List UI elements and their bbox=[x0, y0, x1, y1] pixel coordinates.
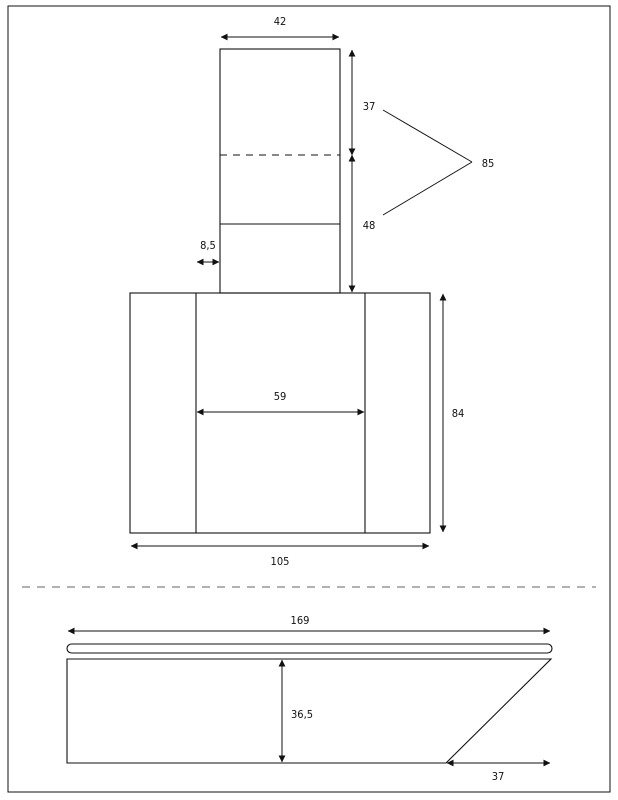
dim-label-segment-top: 37 bbox=[363, 100, 376, 113]
dim-label-total-width: 169 bbox=[291, 614, 310, 627]
page-border bbox=[7, 5, 611, 793]
dim-label-total-height: 85 bbox=[482, 157, 495, 170]
dim-label-side-offset: 8,5 bbox=[200, 239, 216, 252]
main-body bbox=[129, 292, 431, 534]
dim-label-slant-width: 37 bbox=[492, 770, 505, 783]
dim-label-body-height: 84 bbox=[452, 407, 465, 420]
slanted-piece bbox=[66, 658, 553, 764]
dim-label-top-width: 42 bbox=[274, 15, 287, 28]
strip bbox=[66, 643, 553, 654]
dim-label-segment-bottom: 48 bbox=[363, 219, 376, 232]
dim-label-piece-height: 36,5 bbox=[291, 708, 313, 721]
dim-label-inner-width: 59 bbox=[274, 390, 287, 403]
leader-line-upper bbox=[382, 109, 473, 163]
top-flap bbox=[219, 48, 341, 294]
leader-line-lower bbox=[382, 161, 473, 216]
dim-label-body-width: 105 bbox=[271, 555, 290, 568]
